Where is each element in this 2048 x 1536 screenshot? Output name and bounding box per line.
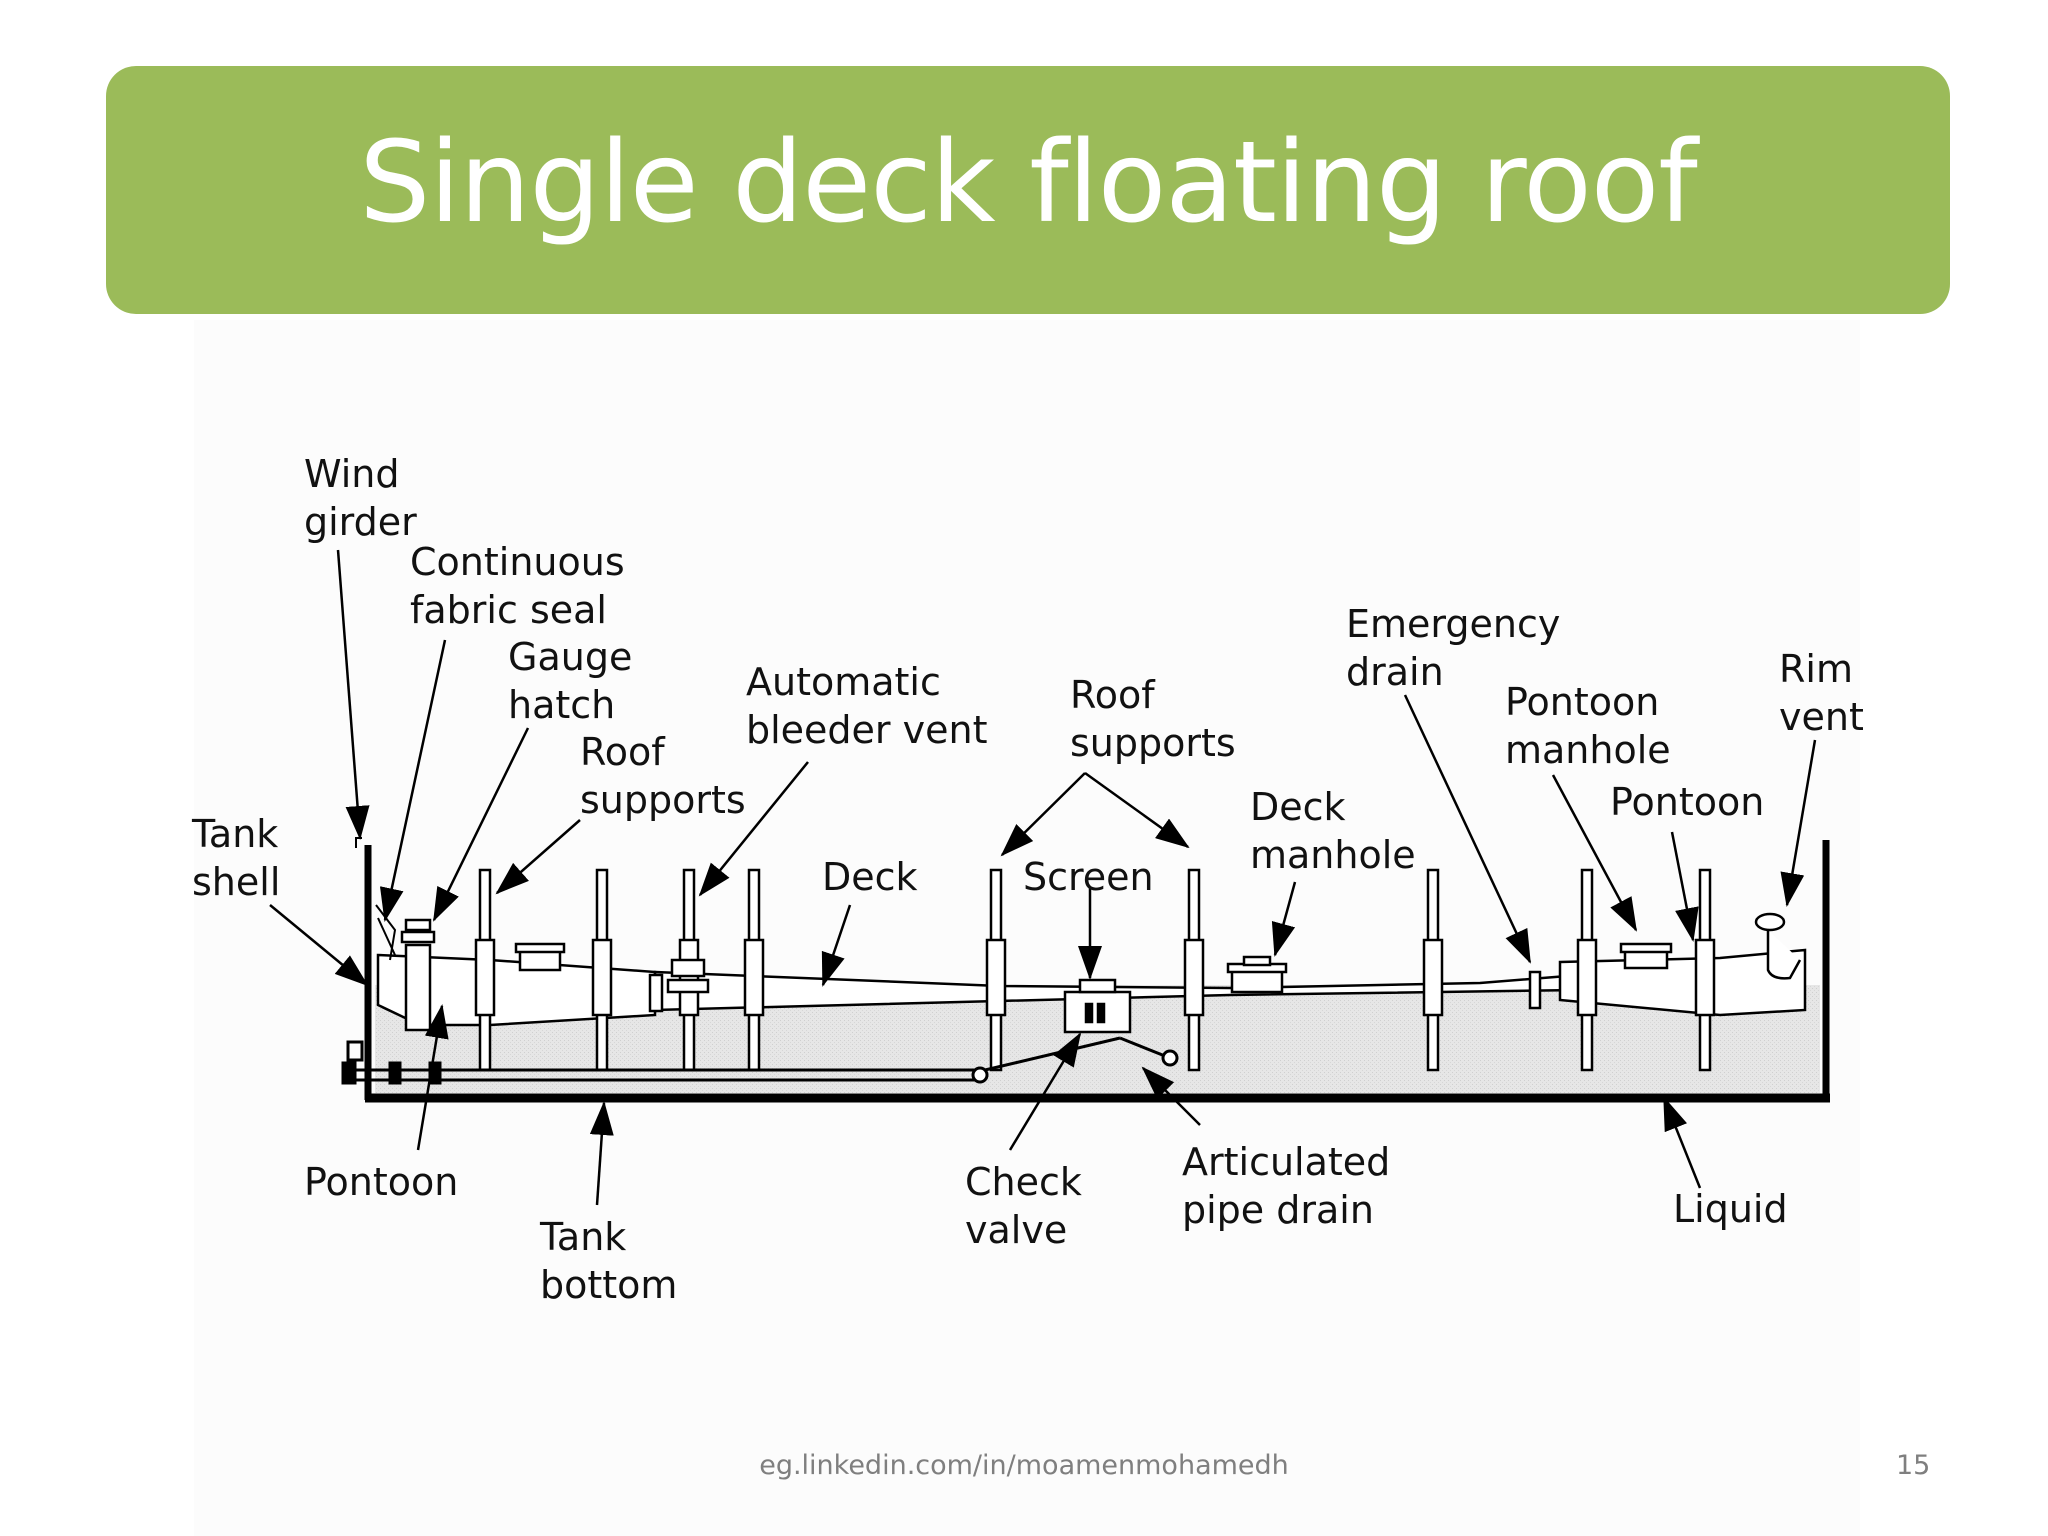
label-fabric-seal-l2: fabric seal <box>410 588 607 632</box>
label-rim-vent-l1: Rim <box>1779 647 1853 691</box>
label-rim-vent-l2: vent <box>1779 695 1864 739</box>
label-roof-supports-mid-l2: supports <box>1070 721 1236 765</box>
label-deck-manhole-l2: manhole <box>1250 833 1416 877</box>
label-roof-supports-mid-l1: Roof <box>1070 673 1156 717</box>
label-tank-shell-l2: shell <box>192 860 280 904</box>
label-tank-shell-l1: Tank <box>191 812 278 856</box>
label-gauge-hatch-l2: hatch <box>508 683 615 727</box>
label-emergency-drain-l1: Emergency <box>1346 602 1560 646</box>
tank-liquid <box>375 985 1820 1093</box>
emergency-drain <box>1528 970 1542 1010</box>
title-banner: Single deck floating roof <box>106 66 1950 314</box>
label-fabric-seal-l1: Continuous <box>410 540 625 584</box>
label-roof-supports-left-l1: Roof <box>580 730 666 774</box>
slide-title: Single deck floating roof <box>359 118 1697 248</box>
label-check-valve-l2: valve <box>965 1208 1067 1252</box>
label-articulated-drain-l2: pipe drain <box>1182 1188 1374 1232</box>
label-articulated-drain-l1: Articulated <box>1182 1140 1390 1184</box>
label-wind-girder-l2: girder <box>304 500 417 544</box>
page-number: 15 <box>1896 1450 1931 1481</box>
label-roof-supports-left-l2: supports <box>580 778 746 822</box>
label-pontoon-right: Pontoon <box>1610 780 1764 824</box>
label-emergency-drain-l2: drain <box>1346 650 1444 694</box>
gauge-hatch <box>400 918 436 1032</box>
label-deck-manhole-l1: Deck <box>1250 785 1346 829</box>
label-pontoon-left: Pontoon <box>304 1160 458 1204</box>
deck-manhole <box>1226 955 1288 994</box>
bleeder-vent <box>648 958 710 1013</box>
pontoon-manhole-left <box>514 942 566 972</box>
label-screen: Screen <box>1023 855 1154 899</box>
label-pontoon-manhole-l1: Pontoon <box>1505 680 1659 724</box>
label-tank-bottom-l2: bottom <box>540 1263 677 1307</box>
screen-and-check-valve <box>1063 978 1132 1034</box>
label-pontoon-manhole-l2: manhole <box>1505 728 1671 772</box>
slide-footer: eg.linkedin.com/in/moamenmohamedh <box>759 1450 1289 1481</box>
leader-lines <box>269 549 1817 1206</box>
rim-vent <box>1754 912 1802 980</box>
label-liquid: Liquid <box>1673 1187 1788 1231</box>
label-gauge-hatch-l1: Gauge <box>508 635 632 679</box>
label-check-valve-l1: Check <box>965 1160 1082 1204</box>
label-bleeder-vent-l1: Automatic <box>746 660 941 704</box>
label-wind-girder-l1: Wind <box>304 452 400 496</box>
pontoon-manhole-right <box>1619 942 1673 970</box>
label-bleeder-vent-l2: bleeder vent <box>746 708 988 752</box>
label-tank-bottom-l1: Tank <box>539 1215 626 1259</box>
label-deck: Deck <box>822 855 918 899</box>
